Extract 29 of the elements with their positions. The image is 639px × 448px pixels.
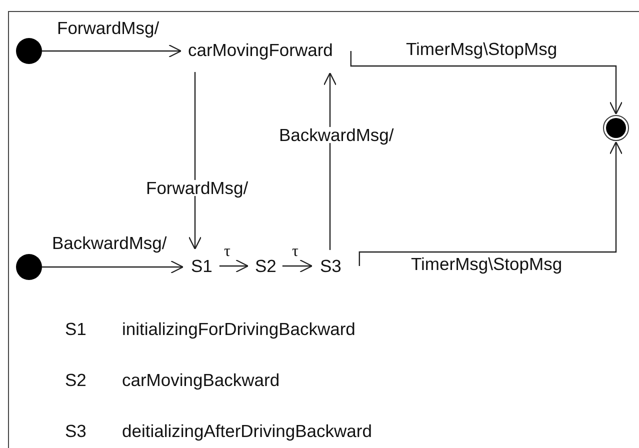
state-label: S1: [184, 250, 220, 282]
final-state: [603, 115, 629, 141]
arrow: [323, 72, 337, 250]
edge-label: TimerMsg\StopMsg: [411, 256, 562, 272]
state-label: S2: [249, 250, 282, 282]
arrow: [282, 259, 313, 273]
state-name: deitializingAfterDrivingBackward: [122, 422, 372, 440]
edge-label: ForwardMsg/: [145, 180, 250, 196]
state-name: initializingForDrivingBackward: [122, 320, 356, 338]
edge-label: TimerMsg\StopMsg: [406, 41, 558, 57]
state-abbreviation: S2: [65, 371, 86, 389]
arrow: [42, 260, 184, 274]
edge-label: BackwardMsg/: [278, 127, 395, 143]
state-abbreviation: S3: [65, 422, 86, 440]
edge-label: τ: [292, 244, 298, 260]
initial-state: [16, 38, 42, 64]
state-name: carMovingBackward: [122, 371, 280, 389]
edge-label: BackwardMsg/: [52, 235, 167, 251]
state-abbreviation: S1: [65, 320, 86, 338]
arrow: [219, 259, 249, 273]
initial-state: [16, 254, 42, 280]
arrow: [350, 51, 623, 115]
arrow: [188, 72, 202, 250]
arrow: [358, 141, 623, 266]
state-label: carMovingForward: [182, 40, 351, 72]
edge-label: τ: [224, 244, 230, 260]
state-label: S3: [313, 250, 360, 282]
edge-label: ForwardMsg/: [57, 20, 160, 36]
arrow: [42, 44, 182, 58]
